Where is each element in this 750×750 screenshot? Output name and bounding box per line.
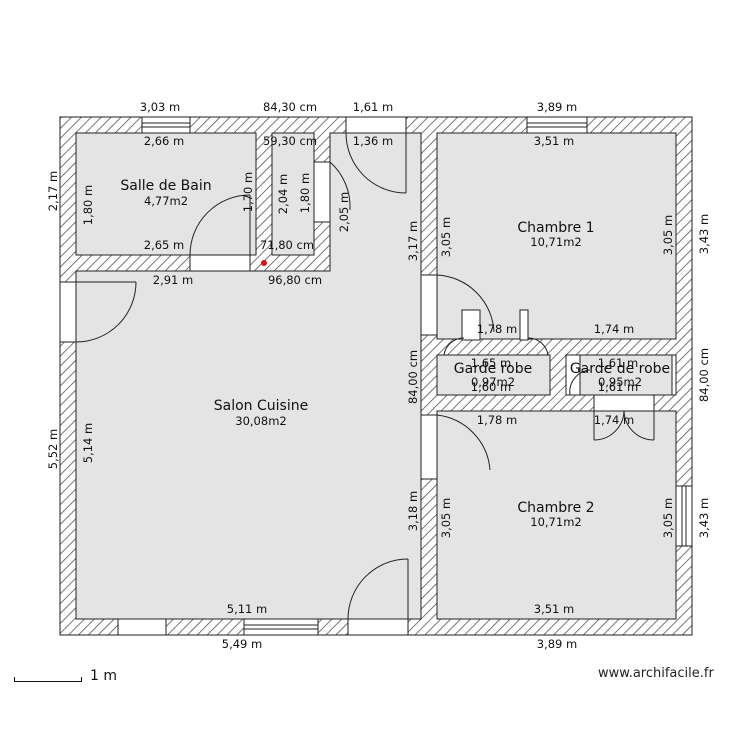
dim-label: 5,11 m xyxy=(227,602,267,616)
dim-label: 3,51 m xyxy=(534,602,574,616)
door-salon-left[interactable] xyxy=(59,281,137,343)
room-garde-robe2-area: 0,95m2 xyxy=(598,375,642,389)
floor-chambre-1 xyxy=(436,132,677,340)
room-salle-de-bain-area: 4,77m2 xyxy=(144,194,188,208)
dim-label: 1,36 m xyxy=(353,134,393,148)
dim-label: 3,17 m xyxy=(406,221,420,261)
room-floors xyxy=(75,132,677,620)
room-salon-area: 30,08m2 xyxy=(235,414,286,428)
dim-label: 2,04 m xyxy=(276,174,290,214)
dim-label: 1,61 m xyxy=(598,356,638,370)
dim-label: 5,14 m xyxy=(81,423,95,463)
door-garde-robe2[interactable] xyxy=(565,354,677,396)
dim-label: 3,05 m xyxy=(661,215,675,255)
dim-label: 3,05 m xyxy=(439,498,453,538)
floor-wc xyxy=(271,132,315,256)
dim-label: 1,78 m xyxy=(477,322,517,336)
room-chambre2-name: Chambre 2 xyxy=(517,500,594,516)
door-chambre1[interactable] xyxy=(420,274,495,336)
site-credit: www.archifacile.fr xyxy=(598,666,714,681)
door-chambre2-closet[interactable] xyxy=(593,394,655,441)
room-garde-robe1-name: Garde robe xyxy=(454,361,532,377)
room-garde-robe2-name: Garde de robe xyxy=(570,361,670,377)
doors xyxy=(59,116,677,636)
dim-label: 3,43 m xyxy=(697,214,711,254)
dim-label: 96,80 cm xyxy=(268,273,322,287)
door-bathroom[interactable] xyxy=(189,194,251,272)
dim-label: 3,51 m xyxy=(534,134,574,148)
dim-label: 1,65 m xyxy=(471,356,511,370)
room-chambre2-area: 10,71m2 xyxy=(530,515,581,529)
room-chambre1-area: 10,71m2 xyxy=(530,235,581,249)
door-chambre2[interactable] xyxy=(420,414,491,480)
dim-label: 84,00 cm xyxy=(406,350,420,404)
room-salon-name: Salon Cuisine xyxy=(214,398,308,414)
dim-label: 1,80 m xyxy=(298,173,312,213)
dim-label: 84,30 cm xyxy=(263,100,317,114)
dim-label: 3,89 m xyxy=(537,100,577,114)
dim-label: 2,91 m xyxy=(153,273,193,287)
dim-label: 1,70 m xyxy=(241,172,255,212)
dim-label: 1,80 m xyxy=(81,185,95,225)
dim-label: 71,80 cm xyxy=(260,238,314,252)
dim-label: 3,03 m xyxy=(140,100,180,114)
floor-salle-de-bain xyxy=(75,132,257,256)
scale-bar xyxy=(14,677,82,682)
dim-label: 2,17 m xyxy=(46,171,60,211)
windows xyxy=(141,116,693,636)
room-garde-robe1-area: 0,97m2 xyxy=(471,375,515,389)
floor-salon-cuisine xyxy=(75,132,422,620)
dim-label: 2,66 m xyxy=(144,134,184,148)
dim-label: 59,30 cm xyxy=(263,134,317,148)
floor-garde-robe-2 xyxy=(565,354,677,396)
window-bath-top xyxy=(141,116,191,134)
door-entrance[interactable] xyxy=(345,116,407,194)
dim-label: 1,60 m xyxy=(471,380,511,394)
dim-label: 2,65 m xyxy=(144,238,184,252)
dim-label: 1,61 m xyxy=(598,380,638,394)
dim-label: 1,78 m xyxy=(477,413,517,427)
dim-label: 3,43 m xyxy=(697,498,711,538)
scale-label: 1 m xyxy=(90,668,117,684)
dim-label: 1,74 m xyxy=(594,322,634,336)
dim-label: 1,74 m xyxy=(594,413,634,427)
door-hall[interactable] xyxy=(313,161,351,223)
red-marker xyxy=(261,260,267,266)
dim-label: 5,49 m xyxy=(222,637,262,651)
window-chambre1-top xyxy=(526,116,588,134)
bottom-opening xyxy=(117,618,167,636)
dim-label: 2,05 m xyxy=(337,192,351,232)
dim-label: 3,89 m xyxy=(537,637,577,651)
dim-label: 3,05 m xyxy=(439,217,453,257)
door-salon-bottom[interactable] xyxy=(347,558,409,636)
window-chambre2-right xyxy=(675,485,693,547)
dim-label: 3,18 m xyxy=(406,491,420,531)
floor-garde-robe-1 xyxy=(436,354,551,396)
dim-label: 84,00 cm xyxy=(697,348,711,402)
window-salon-bottom xyxy=(243,618,319,636)
dim-label: 3,05 m xyxy=(661,498,675,538)
room-chambre1-name: Chambre 1 xyxy=(517,220,594,236)
door-garde-robe1[interactable] xyxy=(443,309,549,356)
floor-chambre-2 xyxy=(436,410,677,620)
dim-label: 5,52 m xyxy=(46,429,60,469)
room-salle-de-bain-name: Salle de Bain xyxy=(120,178,211,194)
dim-label: 1,61 m xyxy=(353,100,393,114)
